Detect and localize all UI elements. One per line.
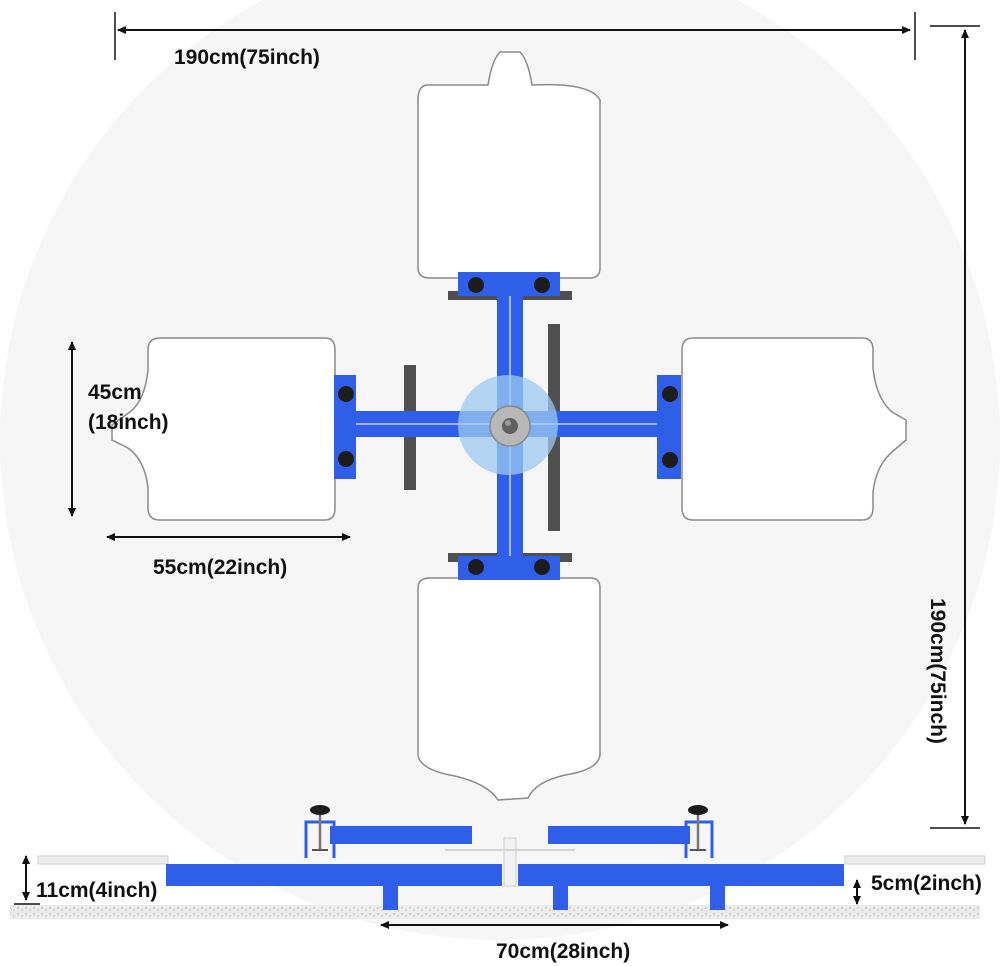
side-rail-left bbox=[37, 855, 169, 865]
label-total-height: 11cm(4inch) bbox=[36, 879, 157, 902]
pallet-bottom bbox=[417, 577, 601, 801]
label-pallet-height-line1: 45cm bbox=[88, 381, 142, 404]
center-hub-icon bbox=[489, 405, 531, 447]
label-overall-width: 190cm(75inch) bbox=[174, 46, 320, 69]
side-platen-right bbox=[518, 864, 844, 886]
label-overall-height: 190cm(75inch) bbox=[926, 598, 949, 744]
side-leg-1 bbox=[383, 884, 398, 910]
side-platen-left bbox=[166, 864, 502, 886]
side-arm-left bbox=[330, 826, 472, 844]
pallet-top bbox=[417, 51, 601, 279]
clamp-left bbox=[304, 805, 336, 858]
side-leg-3 bbox=[710, 884, 725, 910]
side-arm-right bbox=[548, 826, 690, 844]
side-center-post bbox=[503, 837, 517, 887]
label-pallet-width: 55cm(22inch) bbox=[153, 556, 287, 579]
label-base-width: 70cm(28inch) bbox=[496, 940, 630, 963]
pallet-right bbox=[681, 337, 907, 521]
clamp-knob-icon bbox=[310, 805, 330, 815]
label-pallet-height-line2: (18inch) bbox=[88, 411, 169, 434]
clamp-right bbox=[684, 805, 714, 858]
side-rail-right bbox=[844, 855, 986, 865]
side-leg-2 bbox=[553, 884, 568, 910]
ground bbox=[10, 905, 980, 919]
clamp-knob-icon bbox=[688, 805, 708, 815]
label-pallet-thickness: 5cm(2inch) bbox=[871, 872, 982, 895]
bolt-icon bbox=[338, 277, 678, 575]
